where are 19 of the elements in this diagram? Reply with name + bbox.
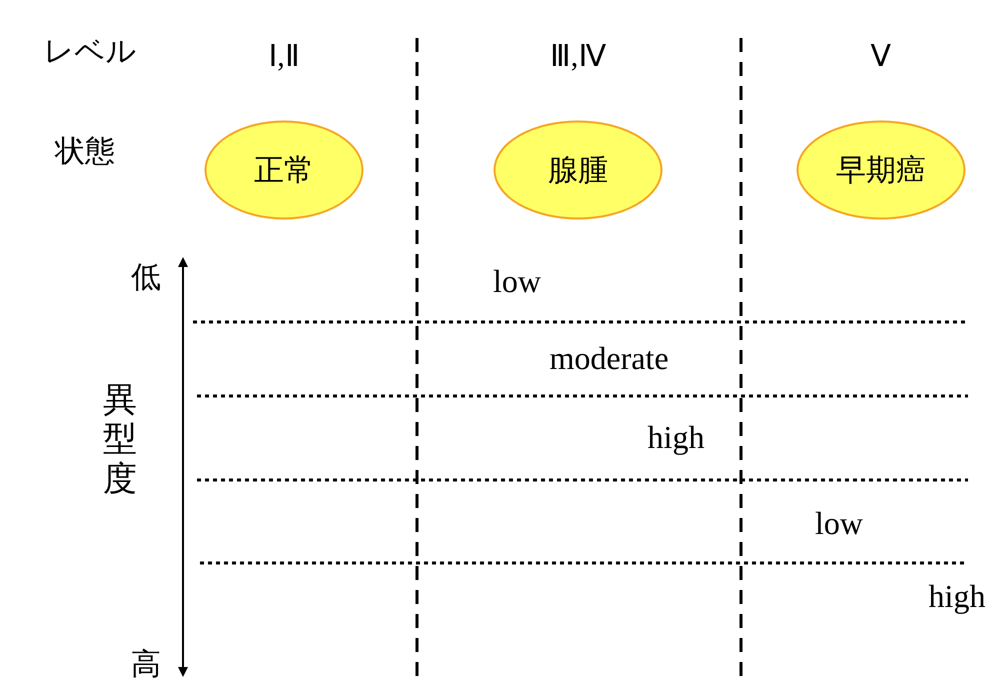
state-ellipse: [796, 120, 966, 220]
level-heading: Ⅰ,Ⅱ: [268, 42, 300, 72]
state-label: 早期癌: [836, 152, 926, 190]
level-heading: Ⅲ,Ⅳ: [550, 42, 606, 72]
grade-label: low: [815, 507, 863, 539]
scale-end-label: 低: [131, 263, 161, 293]
row-heading: レベル: [44, 37, 136, 67]
state-ellipse: [204, 120, 364, 220]
axis-title: 異型度: [103, 381, 137, 499]
level-heading: Ⅴ: [870, 42, 892, 72]
row-heading: 状態: [55, 137, 115, 167]
state-ellipse: [493, 120, 663, 220]
scale-end-label: 高: [131, 650, 161, 680]
grade-label: low: [493, 265, 541, 297]
grade-label: high: [648, 421, 704, 453]
grade-label: moderate: [549, 342, 669, 374]
state-label: 腺腫: [548, 152, 608, 190]
state-label: 正常: [254, 152, 314, 190]
grade-label: high: [928, 580, 986, 612]
